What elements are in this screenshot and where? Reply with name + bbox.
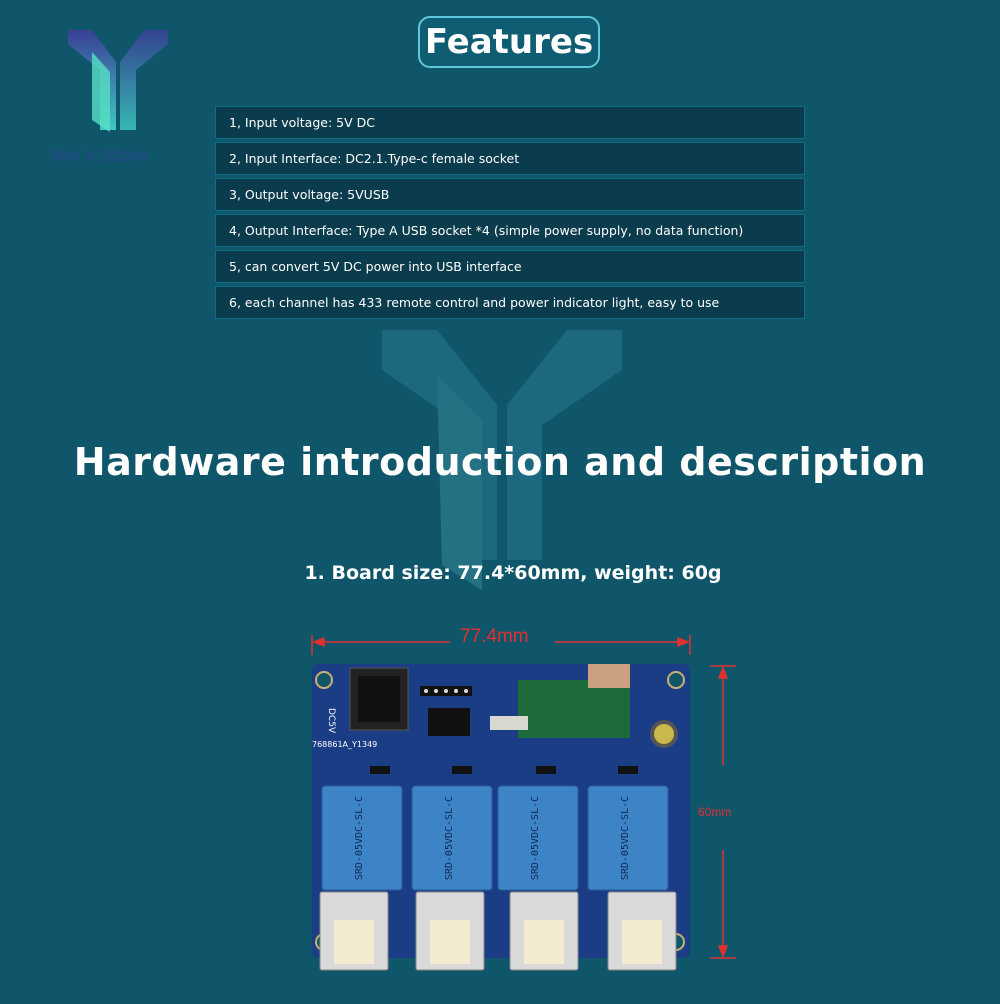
feature-item: 5, can convert 5V DC power into USB inte… — [215, 250, 805, 283]
feature-item: 1, Input voltage: 5V DC — [215, 106, 805, 139]
features-title: Features — [418, 16, 600, 68]
feature-item: 2, Input Interface: DC2.1.Type-c female … — [215, 142, 805, 175]
svg-text:SRD-05VDC-SL-C: SRD-05VDC-SL-C — [620, 796, 631, 880]
feature-item: 4, Output Interface: Type A USB socket *… — [215, 214, 805, 247]
svg-text:SRD-05VDC-SL-C: SRD-05VDC-SL-C — [354, 796, 365, 880]
feature-item: 3, Output voltage: 5VUSB — [215, 178, 805, 211]
feature-item: 6, each channel has 433 remote control a… — [215, 286, 805, 319]
board-height-label: 60mm — [698, 805, 732, 819]
board-width-label: 77.4mm — [460, 626, 529, 647]
svg-text:SRD-05VDC-SL-C: SRD-05VDC-SL-C — [444, 796, 455, 880]
logo-watermark — [382, 330, 622, 590]
store-logo — [68, 30, 168, 132]
model-label: 768861A_Y1349 — [312, 740, 378, 749]
logo-text: Yan's Store — [50, 146, 149, 166]
board-size-text: 1. Board size: 77.4*60mm, weight: 60g — [304, 562, 722, 584]
hardware-title: Hardware introduction and description — [73, 440, 927, 484]
svg-text:SRD-05VDC-SL-C: SRD-05VDC-SL-C — [530, 796, 541, 880]
feature-list: 1, Input voltage: 5V DC 2, Input Interfa… — [215, 106, 805, 322]
dc-label: DC5V — [326, 708, 336, 734]
board-illustration: SRD-05VDC-SL-C SRD-05VDC-SL-C SRD-05VDC-… — [300, 620, 760, 1000]
board-drawing: SRD-05VDC-SL-C SRD-05VDC-SL-C SRD-05VDC-… — [311, 635, 736, 971]
